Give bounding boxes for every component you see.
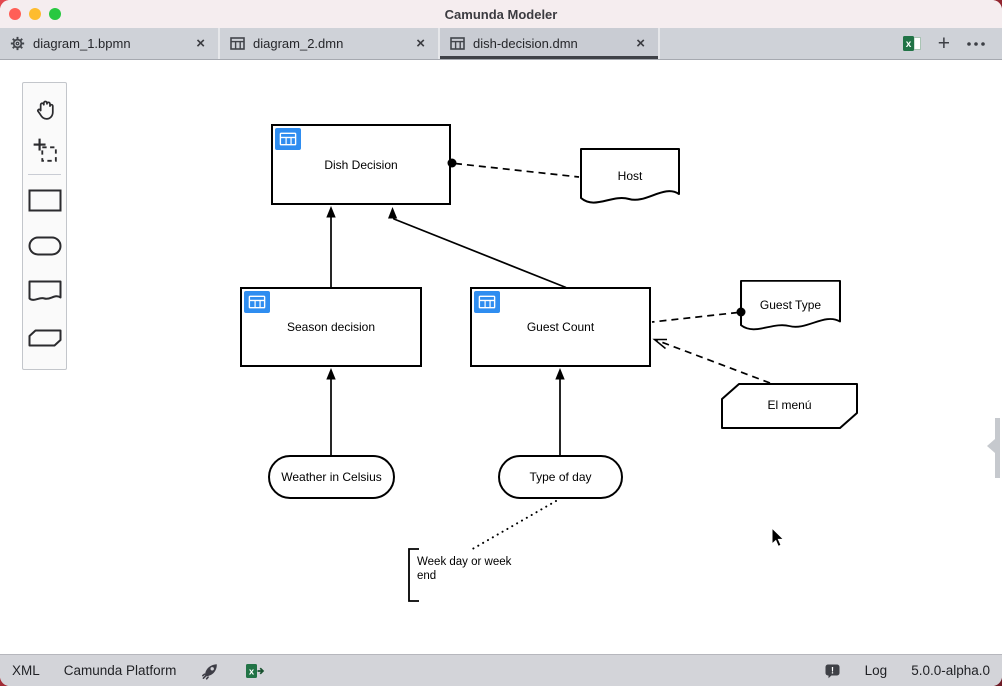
- hand-tool-button[interactable]: [23, 90, 66, 130]
- decision-label: Dish Decision: [324, 157, 398, 172]
- tab-diagram-1-bpmn[interactable]: diagram_1.bpmn ×: [0, 28, 220, 59]
- log-alert-icon[interactable]: !: [812, 663, 853, 679]
- table-icon: [230, 37, 245, 50]
- svg-text:!: !: [831, 665, 834, 675]
- business-knowledge-shape-icon: [28, 329, 61, 347]
- knowledge-source-shape-icon: [28, 280, 61, 301]
- decision-table-icon[interactable]: [244, 291, 270, 313]
- diagram-canvas[interactable]: Dish Decision Season decision: [0, 60, 1002, 654]
- decision-dish-decision[interactable]: Dish Decision: [271, 124, 451, 205]
- ellipsis-icon[interactable]: [966, 41, 986, 47]
- deploy-rocket-icon[interactable]: [188, 655, 233, 686]
- svg-text:x: x: [249, 666, 255, 677]
- table-icon: [450, 37, 465, 50]
- input-data-weather-in-celsius[interactable]: Weather in Celsius: [268, 455, 395, 499]
- text-annotation[interactable]: Week day or week end: [417, 556, 512, 583]
- knowledge-source-shape: [740, 280, 841, 331]
- version-label: 5.0.0-alpha.0: [911, 663, 990, 678]
- decision-season-decision[interactable]: Season decision: [240, 287, 422, 367]
- close-tab-icon[interactable]: ×: [196, 35, 205, 52]
- input-data-label: Type of day: [529, 470, 592, 484]
- properties-panel-handle[interactable]: [995, 418, 1000, 478]
- input-data-label: Weather in Celsius: [281, 470, 382, 484]
- title-bar: Camunda Modeler: [0, 0, 1002, 28]
- window-title: Camunda Modeler: [444, 6, 558, 22]
- tab-bar: diagram_1.bpmn × diagram_2.dmn ×: [0, 28, 1002, 60]
- input-data-type-of-day[interactable]: Type of day: [498, 455, 623, 499]
- lasso-tool-button[interactable]: [23, 130, 66, 170]
- decision-shape-icon: [28, 189, 61, 211]
- knowledge-source-label: Guest Type: [759, 298, 822, 312]
- xml-toggle-button[interactable]: XML: [12, 663, 40, 678]
- business-knowledge-el-menu[interactable]: El menú: [721, 383, 858, 429]
- create-knowledge-source-tool[interactable]: [23, 269, 66, 315]
- maximize-window-button[interactable]: [49, 8, 61, 20]
- tab-dish-decision-dmn[interactable]: dish-decision.dmn ×: [440, 28, 660, 59]
- decision-table-icon[interactable]: [474, 291, 500, 313]
- tab-label: dish-decision.dmn: [473, 36, 578, 51]
- knowledge-source-label: Host: [617, 169, 643, 183]
- mouse-cursor: [771, 526, 785, 548]
- decision-label: Season decision: [286, 320, 376, 334]
- decision-table-icon[interactable]: [275, 128, 301, 150]
- lasso-icon: [33, 138, 57, 162]
- tab-bar-actions: x +: [902, 28, 1002, 59]
- tab-label: diagram_1.bpmn: [33, 36, 131, 51]
- window-controls: [9, 8, 61, 20]
- close-tab-icon[interactable]: ×: [636, 35, 645, 52]
- decision-guest-count[interactable]: Guest Count: [470, 287, 651, 367]
- minimize-window-button[interactable]: [29, 8, 41, 20]
- svg-text:x: x: [905, 39, 911, 50]
- status-bar: XML Camunda Platform x !: [0, 654, 1002, 686]
- create-business-knowledge-tool[interactable]: [23, 315, 66, 361]
- export-spreadsheet-icon[interactable]: x: [233, 655, 277, 686]
- tab-label: diagram_2.dmn: [253, 36, 344, 51]
- palette-separator: [28, 174, 61, 175]
- close-tab-icon[interactable]: ×: [416, 35, 425, 52]
- knowledge-source-host[interactable]: Host: [580, 148, 680, 210]
- hand-icon: [36, 100, 54, 120]
- business-knowledge-shape: [721, 383, 858, 429]
- knowledge-source-shape: [580, 148, 680, 204]
- execution-platform-button[interactable]: Camunda Platform: [63, 663, 177, 678]
- input-data-shape-icon: [28, 236, 61, 256]
- create-input-data-tool[interactable]: [23, 223, 66, 269]
- log-toggle-button[interactable]: Log: [864, 663, 888, 678]
- new-tab-button[interactable]: +: [937, 32, 950, 55]
- tab-diagram-2-dmn[interactable]: diagram_2.dmn ×: [220, 28, 440, 59]
- knowledge-source-guest-type[interactable]: Guest Type: [740, 280, 841, 336]
- spreadsheet-icon[interactable]: x: [902, 35, 922, 52]
- business-knowledge-label: El menú: [767, 398, 812, 412]
- decision-label: Guest Count: [526, 320, 595, 334]
- close-window-button[interactable]: [9, 8, 21, 20]
- chevron-left-icon[interactable]: [987, 439, 995, 453]
- gear-icon: [10, 36, 25, 51]
- tool-palette: [22, 82, 67, 370]
- create-decision-tool[interactable]: [23, 177, 66, 223]
